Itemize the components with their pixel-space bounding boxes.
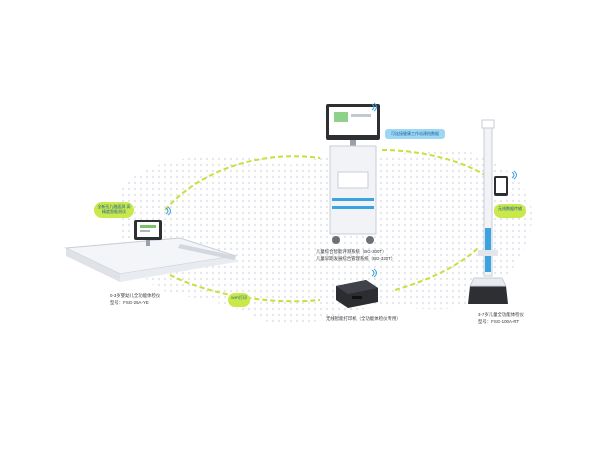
infant-scale-model: 型号：FSG-25A-YE	[110, 300, 149, 305]
link-arc-workstation-height	[381, 149, 486, 176]
height-scale-name: 3-7岁儿童全功能体检仪	[478, 312, 524, 317]
printer-name: 无线智能打印机（全功能体检仪专用）	[326, 316, 401, 321]
tablet-icon	[494, 176, 508, 196]
wifi-icon	[511, 170, 517, 180]
wifi-icon	[371, 102, 377, 112]
printer-feature-bubble: WiFi打印	[228, 293, 250, 307]
health-workstation-device	[326, 104, 380, 244]
wireless-printer-device	[336, 280, 378, 308]
height-scale-device	[468, 119, 508, 304]
height-scale-model: 型号：FSG-100A-RT	[478, 319, 520, 324]
height-scale-feature-bubble: 无线数据传输	[494, 204, 526, 218]
link-arc-infant-workstation	[164, 155, 321, 211]
workstation-system-line-2: 儿童早期发展综合管理系统（BG-320T）	[316, 256, 396, 261]
workstation-feature-bubble: 可连接健康工作站建档数据	[385, 129, 445, 139]
link-arc-printer-height	[394, 247, 479, 291]
infant-scale-device	[64, 220, 237, 282]
infant-feature-bubble: 全新伍九融面屏 高精度智能测试	[94, 202, 134, 218]
wifi-icon	[371, 268, 377, 278]
wifi-icon	[165, 206, 171, 216]
map-landmass	[117, 148, 532, 325]
workstation-system-line-1: 儿童综合智能评测系统（BG-300T）	[316, 249, 387, 254]
infant-scale-name: 0-3岁婴幼儿全功能体检仪	[110, 293, 161, 298]
